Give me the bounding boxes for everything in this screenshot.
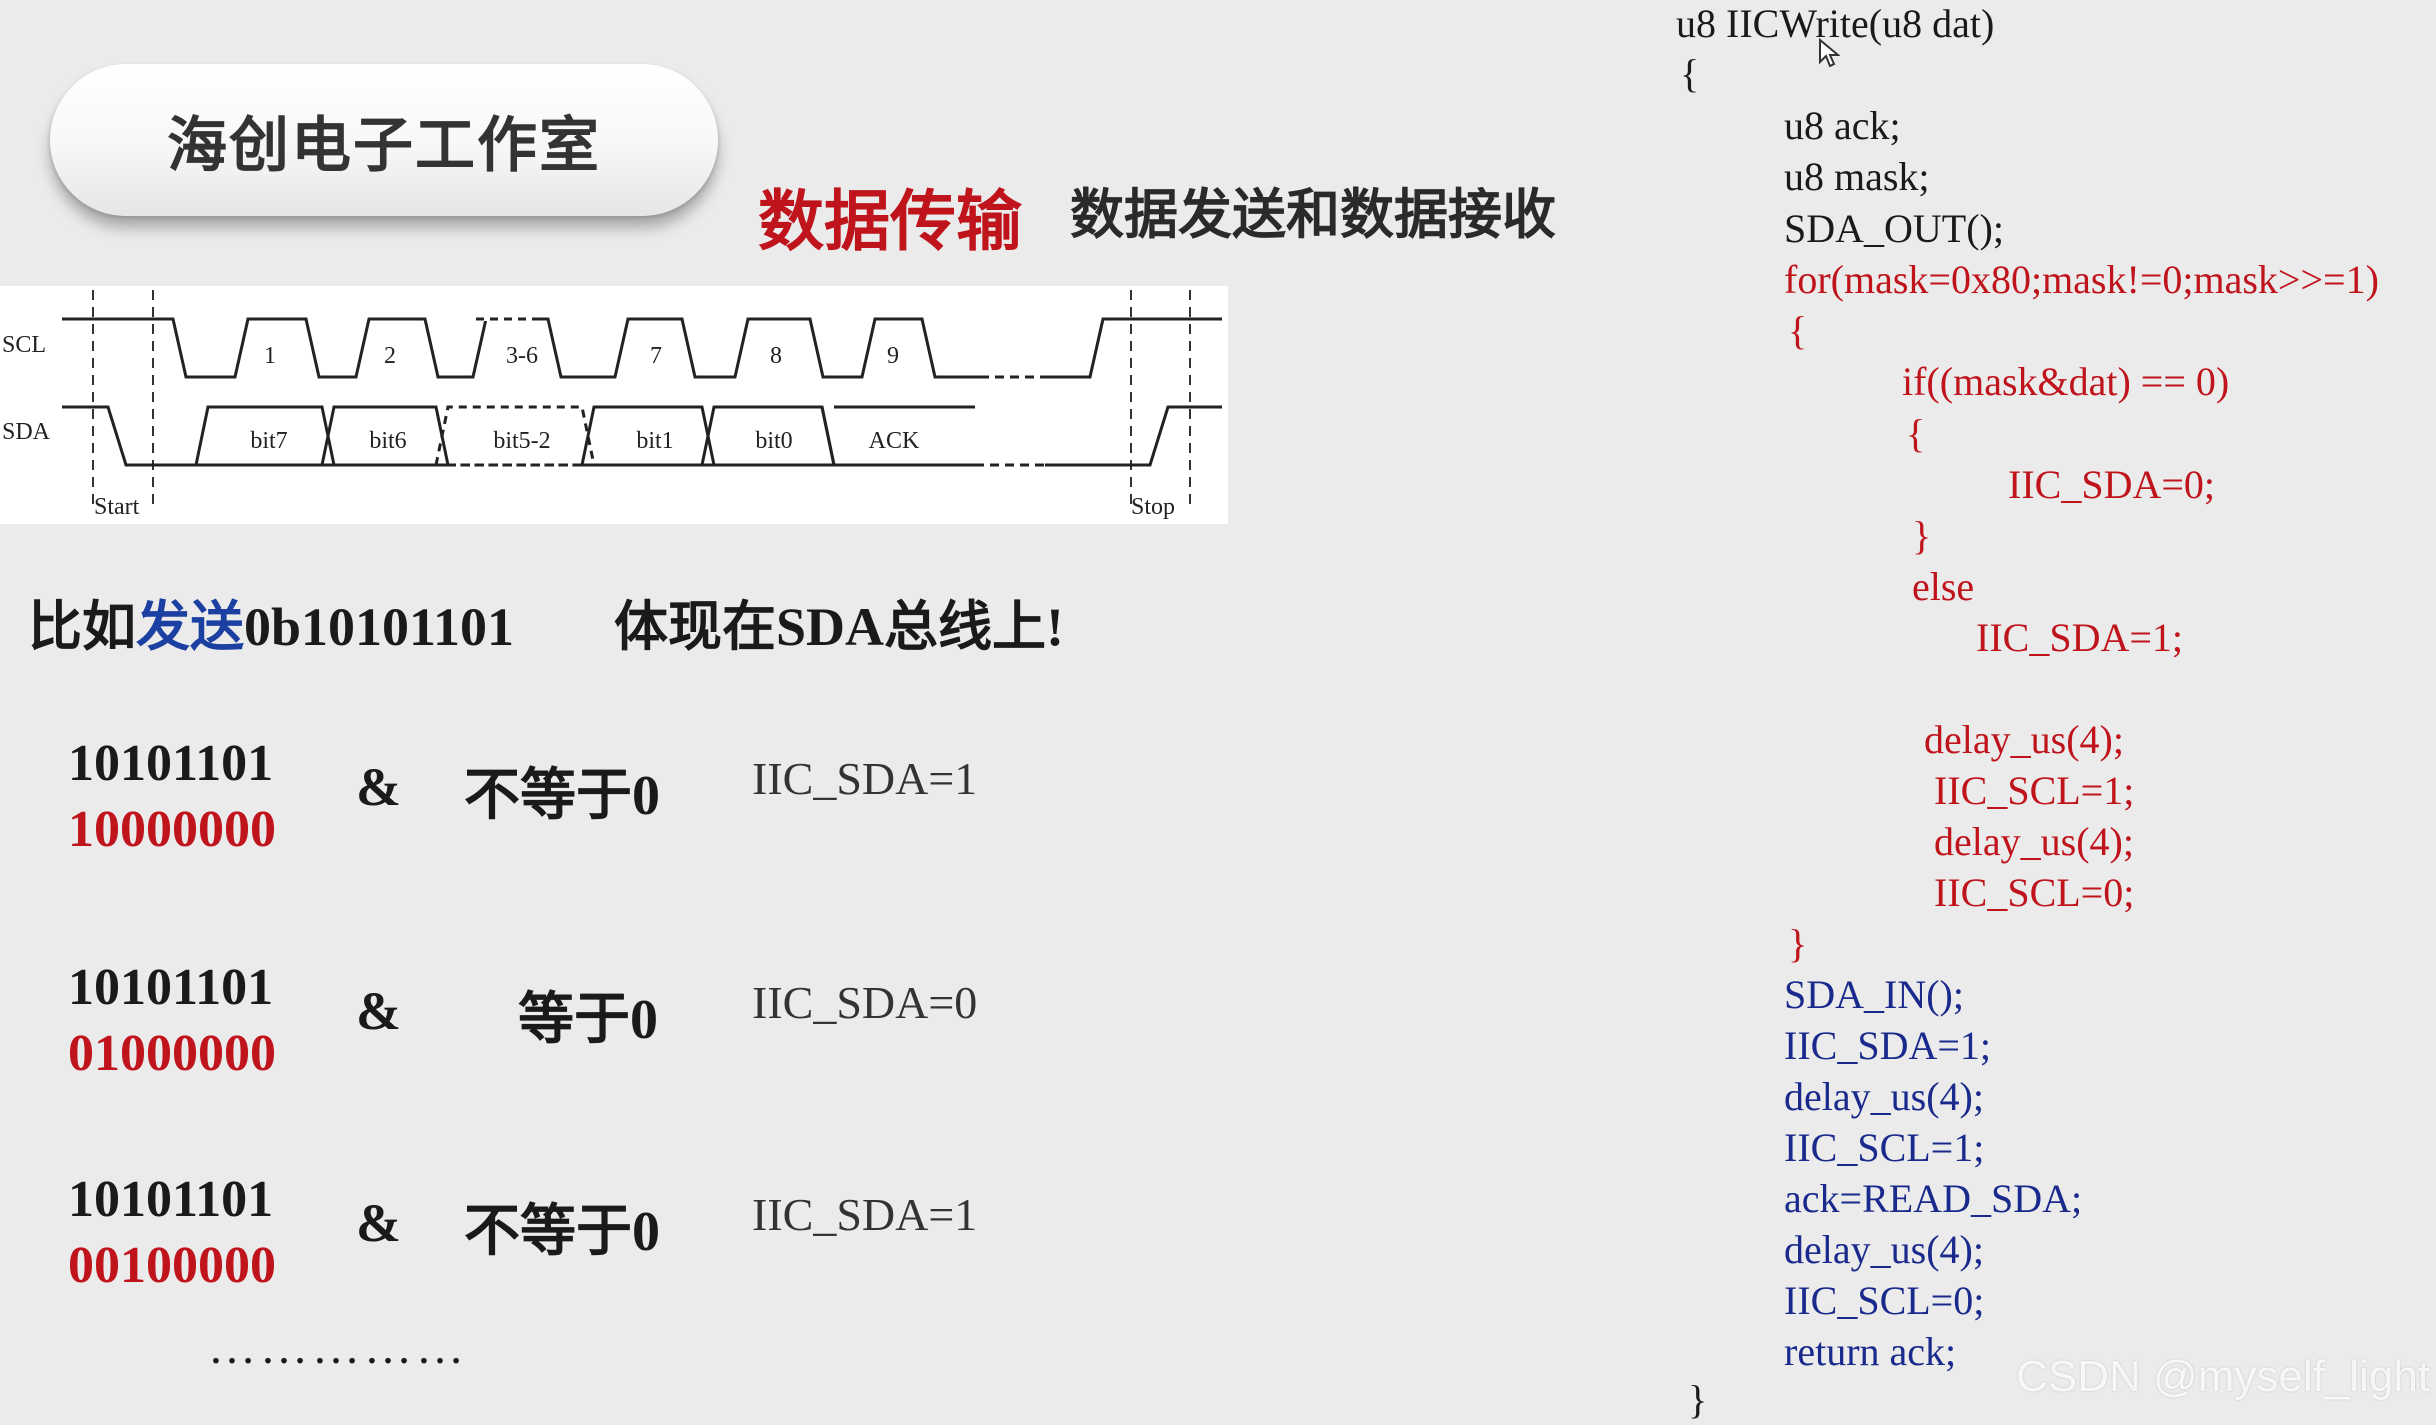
code-line: IIC_SCL=1; <box>1934 768 2135 813</box>
code-line: u8 ack; <box>1784 103 1901 148</box>
code-line: } <box>1688 1377 1708 1422</box>
example-sentence: 比如发送0b10101101 <box>28 582 514 661</box>
sda-result: IIC_SDA=0 <box>752 977 978 1028</box>
bit-label: bit7 <box>250 428 287 454</box>
code-line: SDA_IN(); <box>1784 972 1964 1017</box>
code-line: delay_us(4); <box>1784 1227 1984 1272</box>
code-line: IIC_SDA=1; <box>1976 615 2184 660</box>
clock-number: 8 <box>770 343 782 369</box>
code-line: u8 IICWrite(u8 dat) <box>1676 1 1995 46</box>
bit-label: ACK <box>869 428 920 454</box>
ellipsis: …………… <box>208 1321 468 1374</box>
sda-result: IIC_SDA=1 <box>752 1189 978 1240</box>
code-line: IIC_SCL=1; <box>1784 1125 1985 1170</box>
example-send-word: 发送 <box>136 597 244 657</box>
scl-label: SCL <box>2 332 46 358</box>
code-line: { <box>1906 411 1926 456</box>
sda-start <box>62 405 196 467</box>
code-line: delay_us(4); <box>1934 819 2134 864</box>
code-line: for(mask=0x80;mask!=0;mask>>=1) <box>1784 257 2379 302</box>
code-line: else <box>1912 564 1975 609</box>
code-line: { <box>1788 308 1808 353</box>
row-data-value: 10101101 <box>68 1171 274 1228</box>
clock-number: 1 <box>264 343 276 369</box>
stop-label: Stop <box>1131 494 1175 520</box>
i2c-timing-diagram: SCL SDA Start Stop 1 2 3-6 7 8 9 bit7 bi… <box>0 286 1228 524</box>
scl-end <box>1045 317 1222 379</box>
start-label: Start <box>94 494 140 520</box>
row-mask-value: 01000000 <box>68 1025 276 1082</box>
bit-label: bit0 <box>755 428 792 454</box>
scl-waveform <box>62 317 980 379</box>
code-line: IIC_SDA=1; <box>1784 1023 1992 1068</box>
code-line: } <box>1788 921 1808 966</box>
studio-badge: 海创电子工作室 <box>50 64 718 216</box>
compare-result: 不等于0 <box>464 1201 660 1263</box>
compare-result: 不等于0 <box>464 765 660 827</box>
code-line: IIC_SDA=0; <box>2008 462 2216 507</box>
code-line: SDA_OUT(); <box>1784 206 2004 251</box>
row-mask-value: 10000000 <box>68 801 276 858</box>
code-line: ack=READ_SDA; <box>1784 1176 2083 1221</box>
and-operator: & <box>356 981 401 1041</box>
code-line: delay_us(4); <box>1784 1074 1984 1119</box>
bit-label: bit6 <box>369 428 406 454</box>
section-subtitle: 数据发送和数据接收 <box>1070 185 1556 245</box>
bit-label: bit5-2 <box>493 428 550 454</box>
code-line: IIC_SCL=0; <box>1934 870 2135 915</box>
example-value: 0b10101101 <box>244 597 515 657</box>
code-line: IIC_SCL=0; <box>1784 1278 1985 1323</box>
sda-ack <box>820 406 975 467</box>
compare-result: 等于0 <box>518 989 658 1051</box>
sda-stop <box>1045 405 1222 467</box>
row-mask-value: 00100000 <box>68 1237 276 1294</box>
studio-name: 海创电子工作室 <box>167 110 601 181</box>
bit-label: bit1 <box>636 428 673 454</box>
code-line: { <box>1680 51 1700 96</box>
code-line: delay_us(4); <box>1924 717 2124 762</box>
sda-label: SDA <box>2 419 51 445</box>
example-sda-note: 体现在SDA总线上! <box>614 597 1065 657</box>
timing-svg: SCL SDA Start Stop 1 2 3-6 7 8 9 bit7 bi… <box>2 290 1222 520</box>
and-operator: & <box>356 1193 401 1253</box>
example-prefix: 比如 <box>28 597 136 657</box>
sda-result: IIC_SDA=1 <box>752 753 978 804</box>
and-operator: & <box>356 757 401 817</box>
clock-number: 2 <box>384 343 396 369</box>
code-line: u8 mask; <box>1784 154 1930 199</box>
clock-number: 9 <box>887 343 899 369</box>
section-title: 数据传输 <box>758 186 1022 259</box>
watermark: CSDN @myself_light <box>2016 1352 2430 1401</box>
code-line: } <box>1912 513 1932 558</box>
row-data-value: 10101101 <box>68 735 274 792</box>
clock-number: 7 <box>650 343 662 369</box>
mouse-pointer-icon <box>1818 37 1841 73</box>
clock-number: 3-6 <box>506 343 538 369</box>
row-data-value: 10101101 <box>68 959 274 1016</box>
code-line: return ack; <box>1784 1329 1957 1374</box>
code-line: if((mask&dat) == 0) <box>1902 359 2230 404</box>
